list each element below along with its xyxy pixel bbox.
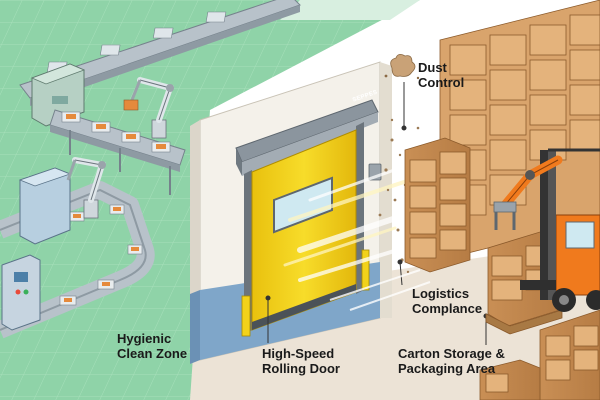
- conveyor-upper: [19, 0, 301, 106]
- inspection-machine-lower: [18, 167, 72, 245]
- high-speed-rolling-door-label: High-Speed Rolling Door: [262, 346, 340, 376]
- logistics-compliance-label: Logistics Complance: [412, 286, 483, 316]
- floor-streaks: [329, 269, 431, 311]
- airflow-streaks: [283, 166, 432, 282]
- carton-storage-label: Carton Storage & Packaging Area: [398, 346, 505, 376]
- carton-stacks: [404, 0, 600, 400]
- door-window: [273, 176, 333, 234]
- conveyor-middle: [49, 109, 186, 195]
- control-panel: [1, 254, 41, 331]
- clean-zone-floor: [0, 0, 420, 400]
- dust-control-label: Dust Control: [418, 60, 465, 90]
- hygienic-clean-zone-label: Hygienic Clean Zone: [117, 331, 188, 361]
- inspection-machine-upper: [30, 63, 86, 127]
- forklift: [520, 148, 600, 312]
- robot-arm-lower: [66, 157, 106, 219]
- rolling-door: [235, 99, 382, 337]
- robot-arm-upper: [123, 77, 174, 139]
- dust-cloud-icon: [384, 54, 420, 80]
- palletizer-arm: [493, 155, 563, 230]
